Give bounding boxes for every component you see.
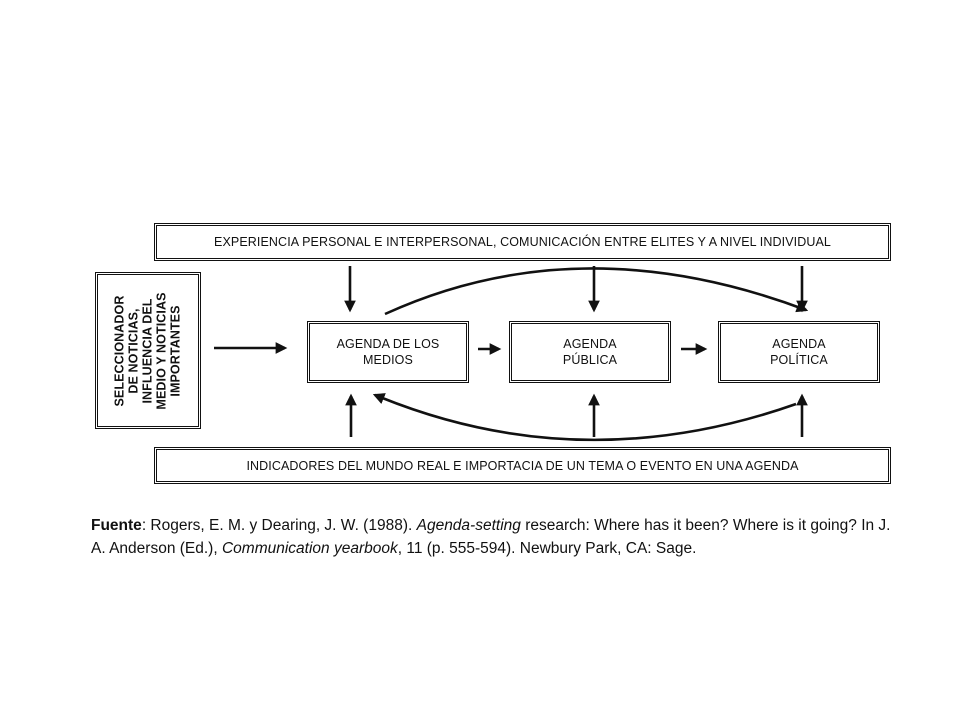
- source-text-2: research: Where has it been? Where is it…: [91, 517, 891, 557]
- public-agenda-line: PÚBLICA: [562, 353, 618, 367]
- news-selector-line: IMPORTANTES: [169, 304, 184, 397]
- real-world-indicators-text: INDICADORES DEL MUNDO REAL E IMPORTACIA …: [246, 458, 799, 473]
- news-selector-text: SELECCIONADOR DE NOTICIAS, INFLUENCIA DE…: [113, 292, 183, 409]
- news-selector-line: INFLUENCIA DEL: [141, 297, 156, 404]
- media-agenda-line: MEDIOS: [363, 353, 413, 367]
- news-selector-box: SELECCIONADOR DE NOTICIAS, INFLUENCIA DE…: [95, 272, 201, 429]
- arc-policy-to-media: [372, 393, 797, 442]
- source-title-2: Communication yearbook: [221, 540, 398, 557]
- news-selector-line: DE NOTICIAS,: [127, 307, 142, 394]
- source-citation: Fuente: Rogers, E. M. y Dearing, J. W. (…: [91, 514, 901, 560]
- public-agenda-box: AGENDA PÚBLICA: [509, 321, 671, 383]
- personal-experience-box: EXPERIENCIA PERSONAL E INTERPERSONAL, CO…: [154, 223, 891, 261]
- arc-media-to-policy: [384, 267, 809, 316]
- news-selector-line: MEDIO Y NOTICIAS: [155, 291, 170, 410]
- policy-agenda-line: POLÍTICA: [770, 353, 828, 367]
- public-agenda-line: AGENDA: [563, 337, 617, 351]
- source-label: Fuente: [91, 517, 142, 534]
- news-selector-line: SELECCIONADOR: [113, 294, 128, 407]
- personal-experience-text: EXPERIENCIA PERSONAL E INTERPERSONAL, CO…: [214, 235, 831, 249]
- source-text-1: : Rogers, E. M. y Dearing, J. W. (1988).: [141, 517, 417, 534]
- policy-agenda-line: AGENDA: [772, 337, 826, 351]
- source-title-1: Agenda-setting: [416, 517, 521, 534]
- media-agenda-box: AGENDA DE LOS MEDIOS: [307, 321, 469, 383]
- source-text-3: , 11 (p. 555-594). Newbury Park, CA: Sag…: [397, 540, 697, 557]
- media-agenda-line: AGENDA DE LOS: [336, 337, 440, 351]
- real-world-indicators-box: INDICADORES DEL MUNDO REAL E IMPORTACIA …: [154, 447, 891, 484]
- policy-agenda-box: AGENDA POLÍTICA: [718, 321, 880, 383]
